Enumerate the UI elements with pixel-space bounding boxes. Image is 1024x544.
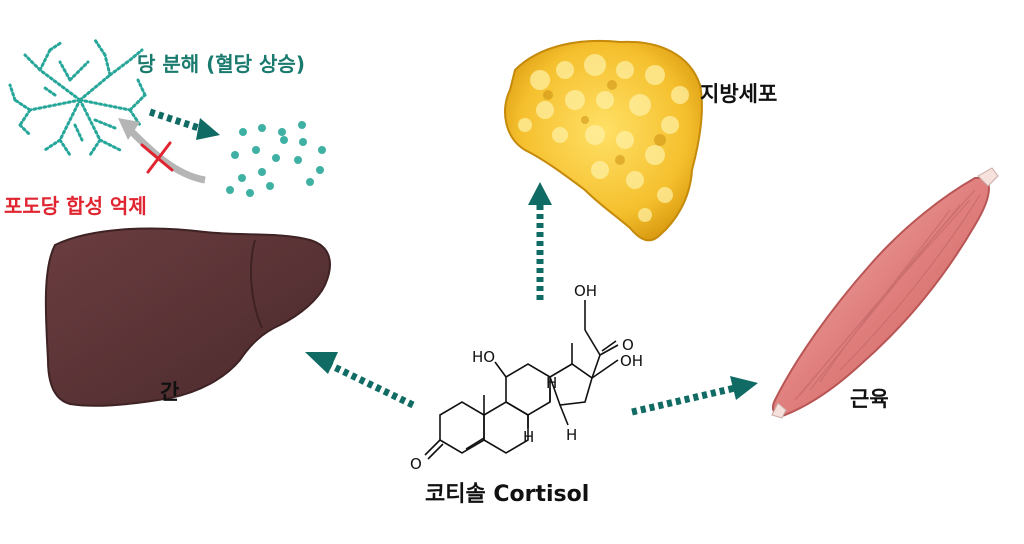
o-ring-label: O: [410, 455, 422, 473]
h3-label: H: [566, 426, 577, 444]
muscle-icon: [771, 167, 999, 419]
breakdown-arrow: [148, 108, 207, 134]
inhibit-x-icon: [140, 141, 174, 174]
synthesis-arrow: [127, 127, 206, 184]
o-ketone-label: O: [622, 336, 634, 354]
breakdown-arrow-head: [196, 118, 220, 140]
oh-right-label: OH: [620, 352, 643, 370]
muscle-label: 근육: [850, 387, 889, 411]
liver-lobe-line: [249, 239, 263, 329]
glycogen-breakdown-label: 당 분해 (혈당 상승): [137, 52, 305, 76]
arrow-to-liver: [305, 352, 415, 409]
h2-label: H: [546, 374, 557, 392]
ho-left-label: HO: [472, 348, 495, 366]
cortisol-structure-icon: [424, 300, 619, 460]
h1-label: H: [523, 428, 534, 446]
glucose-dots-icon: [226, 121, 326, 197]
glycogen-icon: [8, 38, 147, 157]
synthesis-arrow-head: [118, 118, 140, 140]
glucose-synthesis-inhibit-label: 포도당 합성 억제: [4, 194, 147, 218]
adipocyte-icon: [504, 39, 703, 242]
adipocyte-label: 지방세포: [700, 82, 778, 106]
molecule-labels: OH O OH HO O H H H: [410, 282, 643, 473]
liver-icon: [44, 227, 331, 407]
arrow-to-muscle: [631, 376, 758, 416]
arrow-to-adipocyte: [528, 182, 552, 300]
liver-label: 간: [160, 380, 180, 404]
cortisol-label: 코티솔 Cortisol: [425, 482, 590, 507]
oh-top-label: OH: [574, 282, 597, 300]
